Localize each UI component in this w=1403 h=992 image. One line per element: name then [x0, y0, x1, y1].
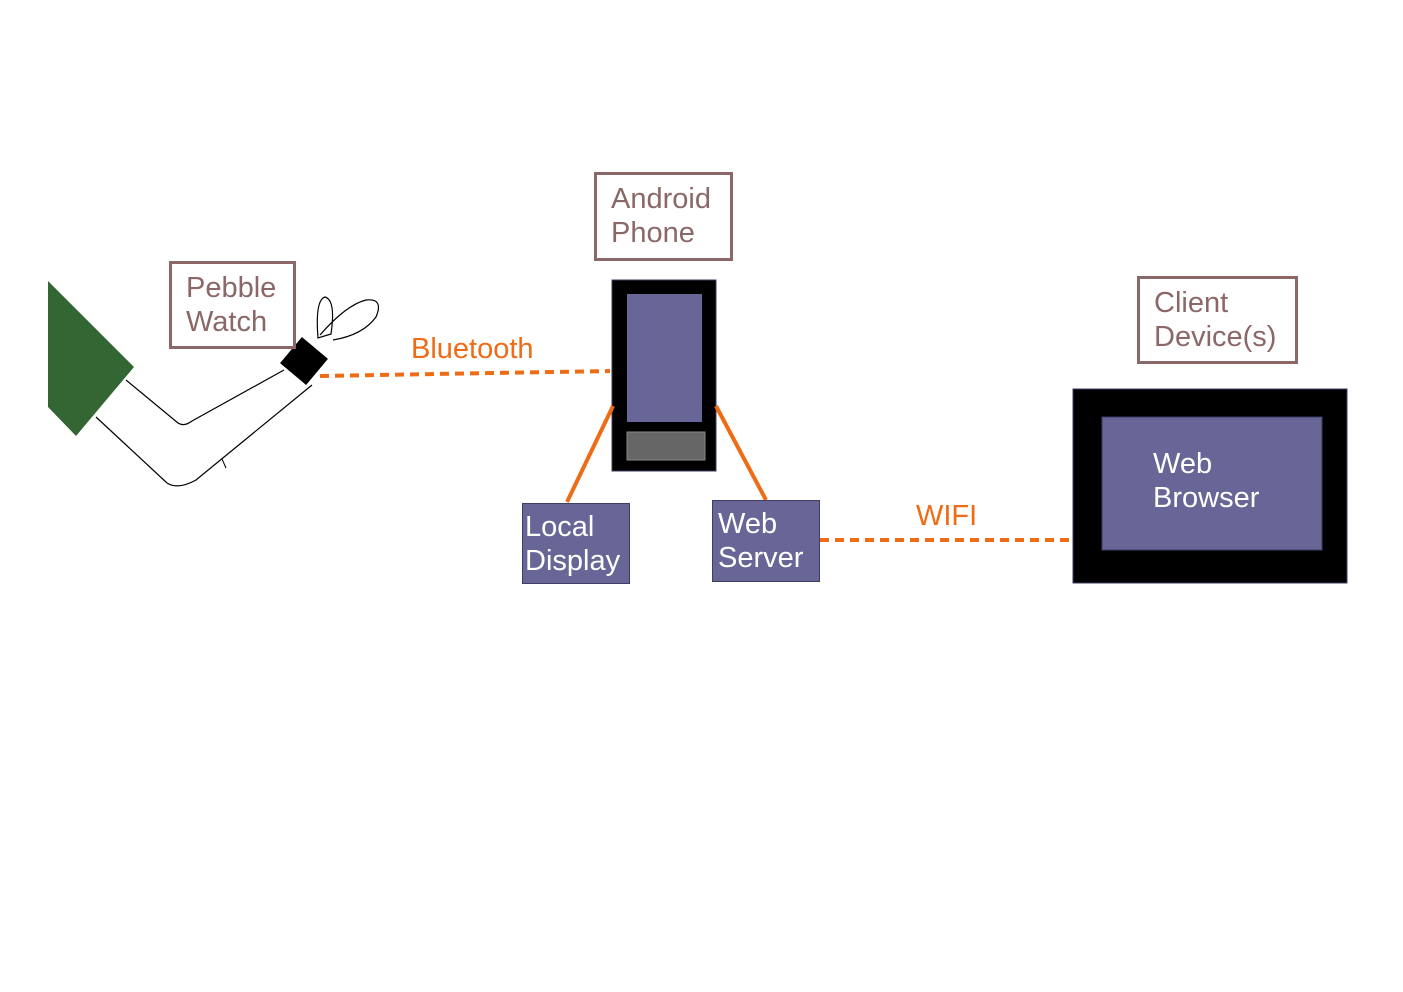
web-browser-text: Web Browser — [1153, 447, 1259, 515]
phone-to-local-display-line — [565, 405, 615, 503]
hand-shape — [48, 281, 134, 436]
bluetooth-connection-line — [319, 369, 611, 378]
pebble-watch-label-line-1: Pebble — [186, 272, 277, 304]
phone-screen — [627, 294, 702, 422]
client-device-screen — [1101, 416, 1323, 551]
arm-tick — [221, 458, 227, 469]
bluetooth-label: Bluetooth — [411, 333, 534, 365]
phone-to-web-server-line — [714, 405, 768, 501]
web-server-line-2: Server — [718, 542, 804, 574]
client-devices-label-line-1: Client — [1154, 287, 1229, 319]
local-display-line-1: Local — [525, 511, 595, 543]
web-server-line-1: Web — [718, 508, 778, 540]
local-display-line-2: Display — [525, 545, 621, 577]
finger-outline — [316, 296, 334, 339]
android-phone-label-line-2: Phone — [611, 217, 695, 249]
client-devices-label: Client Device(s) — [1137, 276, 1298, 364]
finger-outline-tip — [319, 299, 379, 341]
arm-outline — [125, 369, 285, 426]
arm-outline-lower — [95, 384, 313, 487]
android-phone-label: Android Phone — [594, 172, 733, 261]
pebble-watch-label: Pebble Watch — [169, 261, 296, 349]
android-phone-label-line-1: Android — [611, 183, 711, 215]
web-browser-line-1: Web — [1153, 448, 1213, 480]
web-server-box: Web Server — [712, 500, 820, 582]
client-devices-label-line-2: Device(s) — [1154, 321, 1277, 353]
pebble-watch-icon — [280, 337, 328, 385]
pebble-watch-label-line-2: Watch — [186, 306, 268, 338]
local-display-box: Local Display — [522, 503, 630, 584]
wifi-label: WIFI — [916, 500, 978, 532]
phone-button-bar — [626, 431, 706, 461]
web-browser-line-2: Browser — [1153, 482, 1260, 514]
